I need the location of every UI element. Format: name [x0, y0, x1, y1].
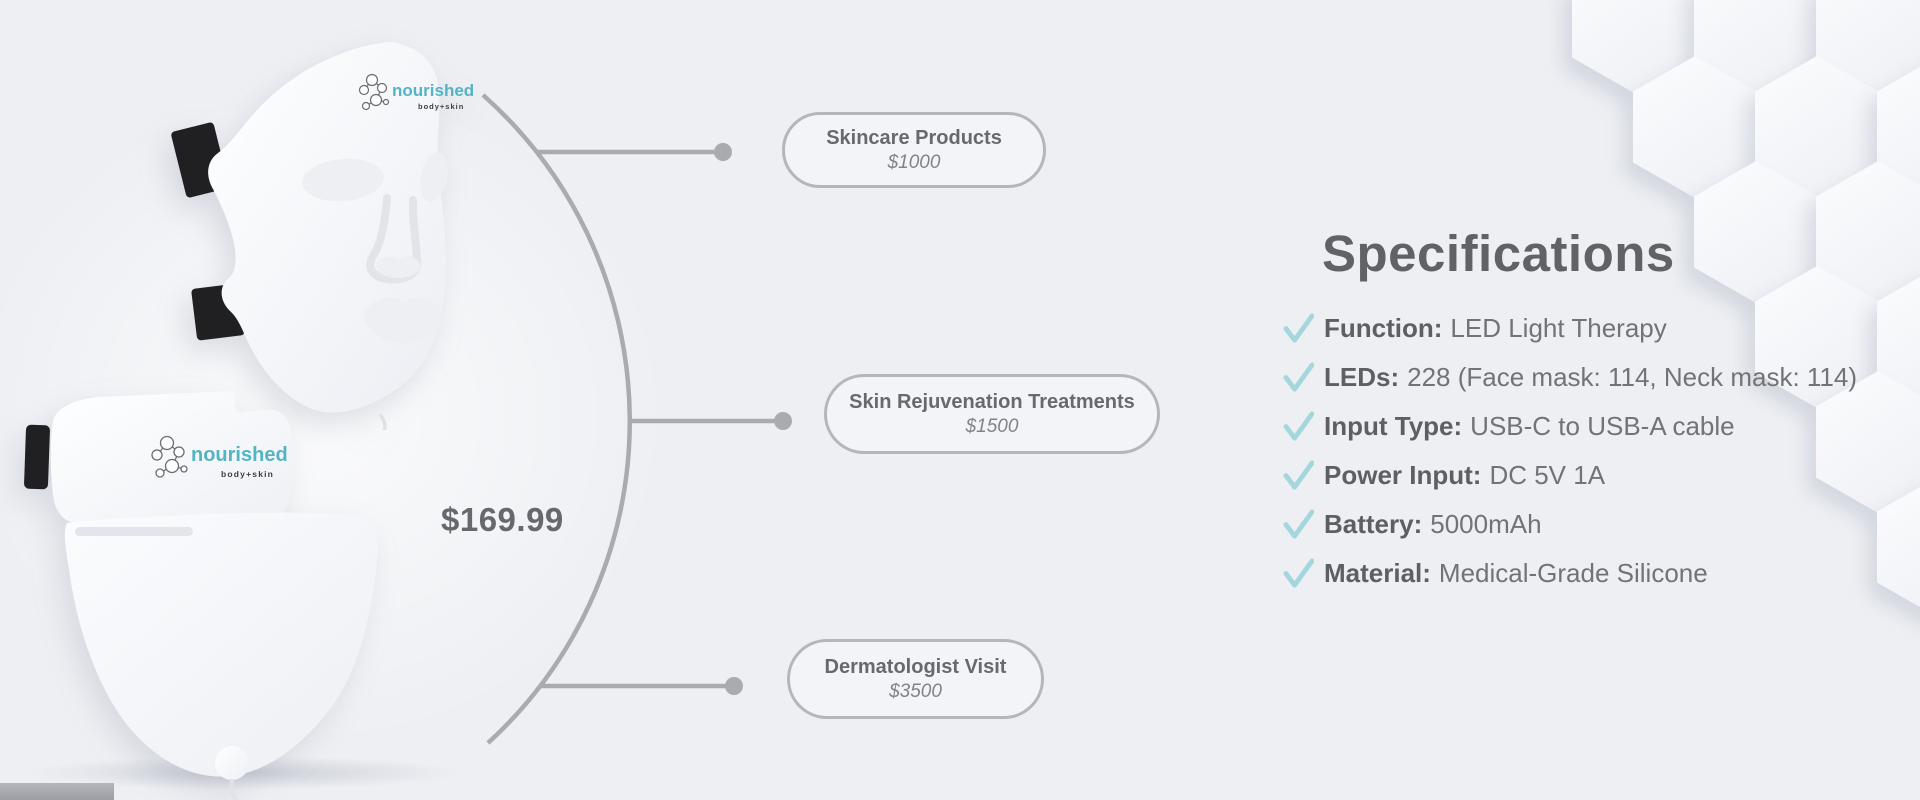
- brand-name: nourished: [191, 444, 288, 466]
- brand-tagline: body+skin: [221, 469, 274, 479]
- comparison-price: $3500: [889, 680, 942, 702]
- comparison-label: Dermatologist Visit: [824, 655, 1007, 678]
- check-icon: [1283, 509, 1314, 539]
- comparison-pill-dermatologist: Dermatologist Visit $3500: [787, 639, 1044, 719]
- spec-row-function: Function: LED Light Therapy: [1283, 304, 1857, 353]
- spec-value: 5000mAh: [1430, 509, 1542, 539]
- specifications-list: Function: LED Light Therapy LEDs: 228 (F…: [1283, 304, 1857, 598]
- spec-row-battery: Battery: 5000mAh: [1283, 500, 1857, 549]
- brand-logo: nourished body+skin: [358, 73, 474, 111]
- product-price: $169.99: [441, 501, 564, 538]
- spec-label: Battery:: [1324, 509, 1423, 539]
- comparison-arc: [481, 93, 633, 745]
- comparison-price: $1500: [965, 415, 1019, 437]
- spec-value: DC 5V 1A: [1489, 460, 1606, 490]
- spec-row-material: Material: Medical-Grade Silicone: [1283, 549, 1857, 598]
- brand-tagline: body+skin: [418, 102, 464, 111]
- floor-strip: [0, 783, 114, 800]
- comparison-pill-skincare-products: Skincare Products $1000: [782, 112, 1046, 188]
- leader-dot: [725, 677, 743, 695]
- spec-label: LEDs:: [1324, 362, 1400, 392]
- comparison-label: Skin Rejuvenation Treatments: [849, 390, 1135, 413]
- specifications-title: Specifications: [1322, 225, 1675, 282]
- check-icon: [1283, 460, 1314, 490]
- spec-label: Function:: [1324, 313, 1443, 343]
- comparison-price: $1000: [887, 151, 941, 173]
- spec-value: 228 (Face mask: 114, Neck mask: 114): [1407, 362, 1858, 392]
- spec-value: Medical-Grade Silicone: [1438, 558, 1708, 588]
- comparison-label: Skincare Products: [826, 126, 1002, 149]
- check-icon: [1283, 411, 1314, 441]
- spec-row-leds: LEDs: 228 (Face mask: 114, Neck mask: 11…: [1283, 353, 1857, 402]
- brand-logo: nourished body+skin: [151, 435, 288, 479]
- spec-value: LED Light Therapy: [1450, 313, 1667, 343]
- check-icon: [1283, 362, 1314, 392]
- leader-dot: [774, 412, 792, 430]
- check-icon: [1283, 558, 1314, 588]
- check-icon: [1283, 313, 1314, 343]
- hexagon-decoration: [1877, 476, 1920, 618]
- spec-label: Input Type:: [1324, 411, 1463, 441]
- brand-name: nourished: [392, 81, 474, 100]
- specifications-section: Specifications Function: LED Light Thera…: [1283, 224, 1857, 598]
- spec-row-power-input: Power Input: DC 5V 1A: [1283, 451, 1857, 500]
- mask-strap: [24, 424, 50, 490]
- comparison-pill-skin-rejuvenation: Skin Rejuvenation Treatments $1500: [824, 374, 1160, 454]
- spec-label: Material:: [1324, 558, 1431, 588]
- spec-row-input-type: Input Type: USB-C to USB-A cable: [1283, 402, 1857, 451]
- face-mask-image: nourished body+skin: [171, 42, 474, 430]
- neck-mask-image: nourished body+skin: [24, 391, 379, 800]
- spec-value: USB-C to USB-A cable: [1470, 411, 1735, 441]
- spec-label: Power Input:: [1324, 460, 1482, 490]
- leader-dot: [714, 143, 732, 161]
